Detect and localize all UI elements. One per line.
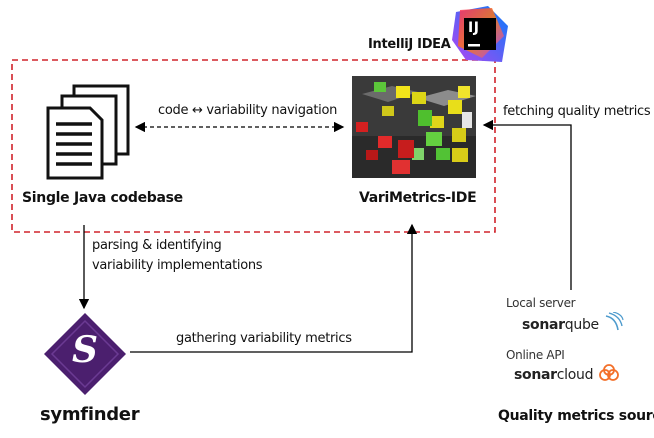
sonarqube-rest-text: qube [564, 317, 599, 333]
sonarqube-logo: sonarqube [522, 311, 624, 333]
varimetrics-label: VariMetrics-IDE [359, 190, 477, 206]
codebase-node [44, 82, 136, 182]
intellij-logo: IJ [452, 6, 508, 62]
symfinder-logo-letter: S [72, 329, 98, 371]
gathering-arrow [130, 223, 418, 353]
intellij-icon [452, 6, 508, 62]
sonarqube-waves-icon [605, 311, 624, 331]
sonarcloud-rest-text: cloud [556, 367, 594, 383]
parsing-label-line1: parsing & identifying [92, 238, 222, 253]
varimetrics-preview [352, 76, 476, 178]
ide-boundary [11, 59, 496, 233]
codebase-label: Single Java codebase [22, 190, 183, 206]
fetching-label: fetching quality metrics [503, 104, 651, 119]
online-api-label: Online API [506, 348, 565, 362]
sonarqube-bold-text: sonar [522, 317, 565, 333]
local-server-label: Local server [506, 296, 576, 310]
quality-source-label: Quality metrics source [498, 408, 654, 424]
navigation-label: code ↔ variability navigation [158, 103, 338, 118]
ide-label: IntelliJ IDEA [368, 37, 451, 52]
sonarcloud-bold-text: sonar [514, 367, 557, 383]
gathering-label: gathering variability metrics [176, 331, 352, 346]
fetching-arrow [482, 119, 572, 290]
sonarcloud-cloud-icon [599, 364, 620, 381]
document-stack-icon [46, 84, 130, 180]
intellij-logo-text: IJ [468, 20, 480, 36]
symfinder-logo-icon [44, 313, 126, 395]
symfinder-node: S [42, 311, 128, 397]
sonarcloud-logo: sonarcloud [514, 364, 620, 383]
city-visualization-image [352, 76, 476, 178]
parsing-label-line2: variability implementations [92, 258, 263, 273]
symfinder-label: symfinder [40, 404, 140, 425]
